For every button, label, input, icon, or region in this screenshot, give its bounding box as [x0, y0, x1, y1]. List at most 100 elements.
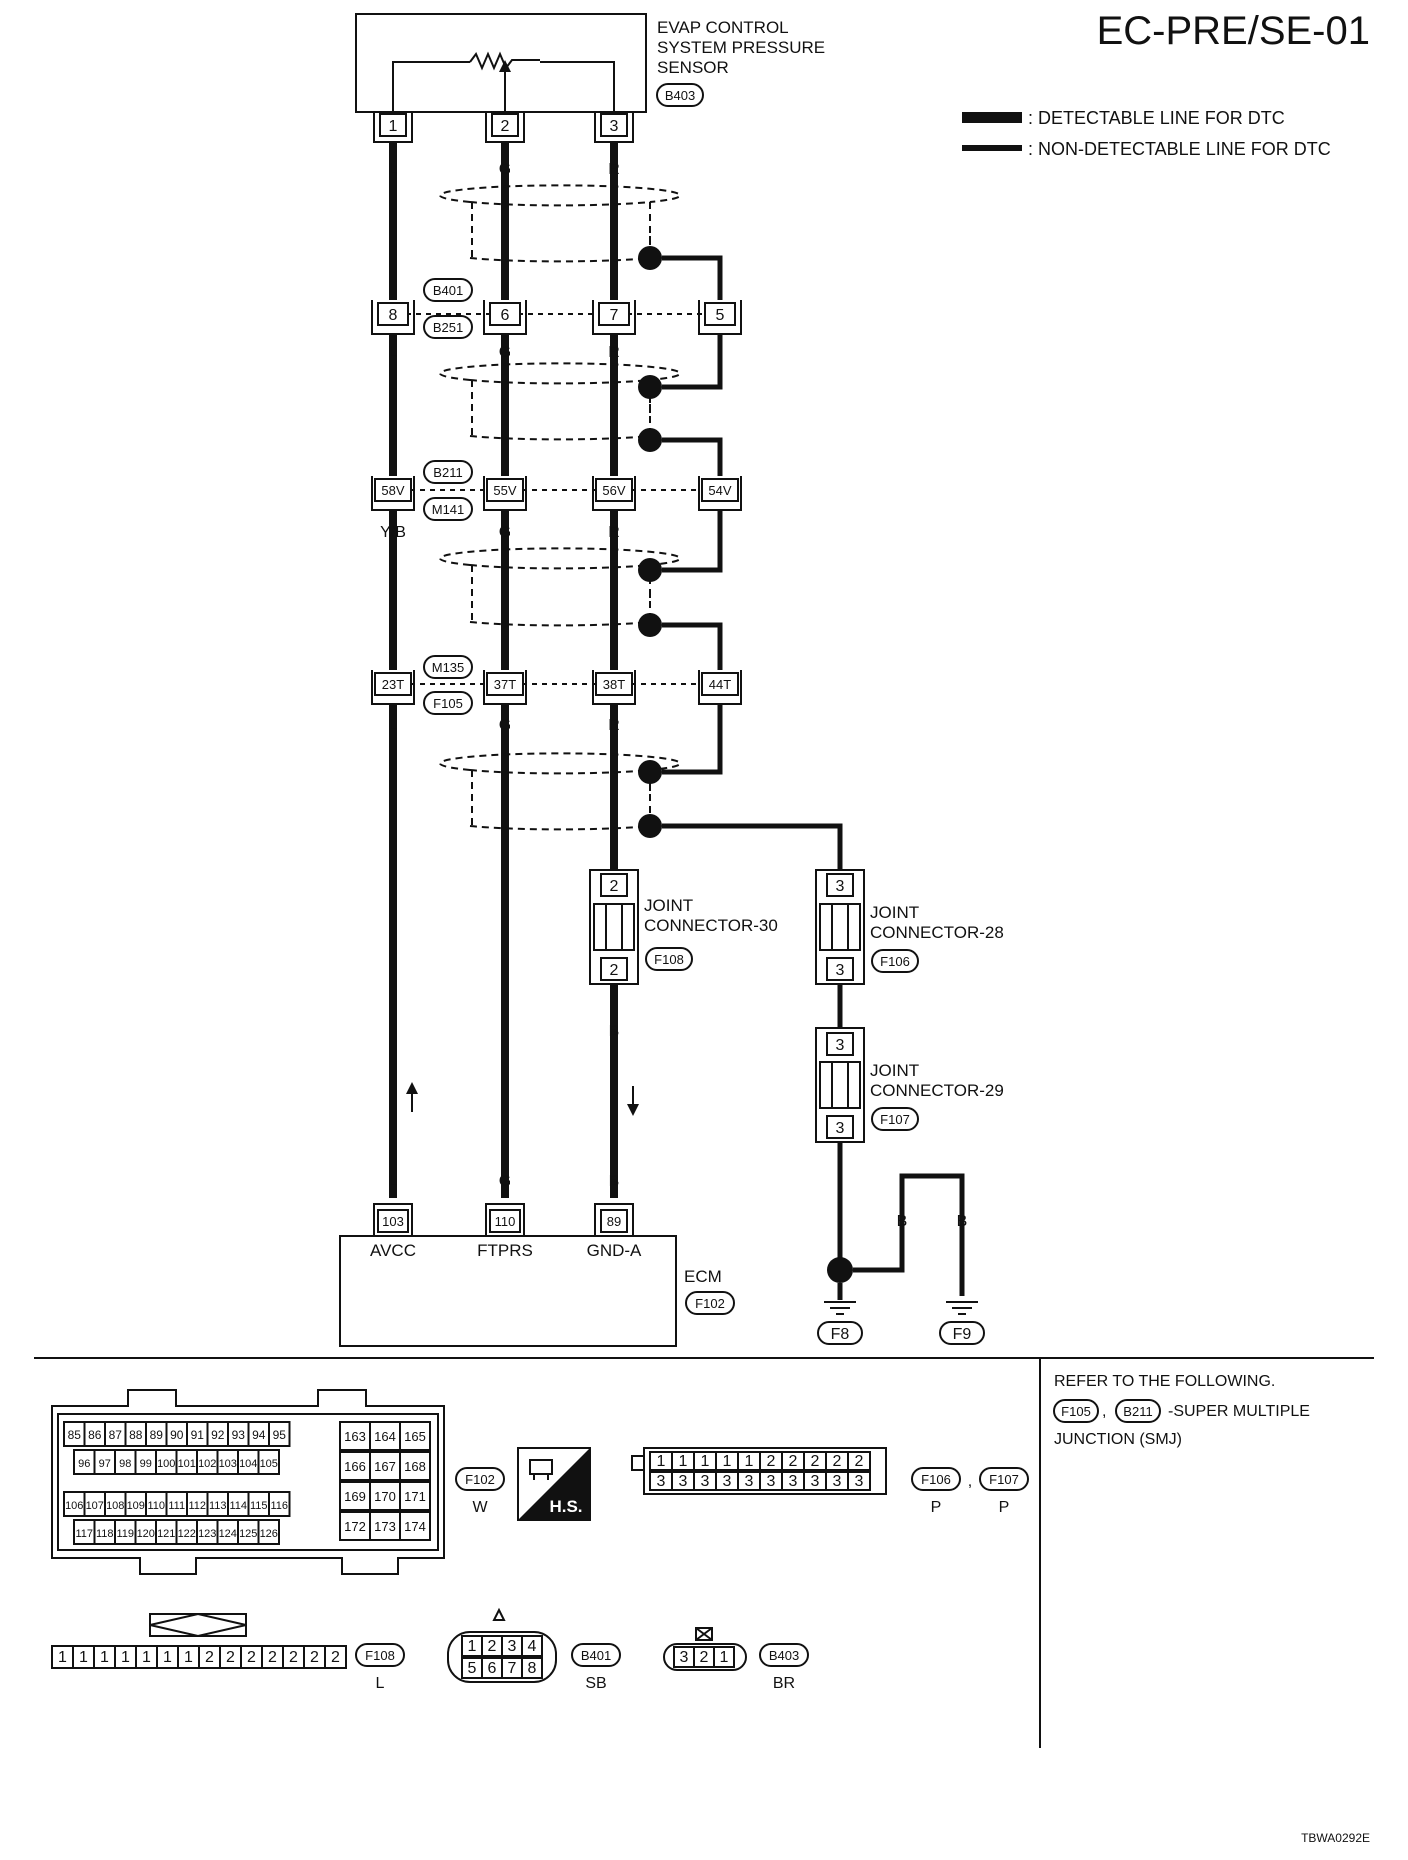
connector-id: F107 — [989, 1472, 1019, 1487]
connector-pin-number: 1 — [679, 1453, 688, 1470]
connector-pin-number: 87 — [109, 1428, 123, 1442]
connector-pin-number: 2 — [855, 1453, 864, 1470]
connector-color: SB — [585, 1675, 606, 1692]
connector-pin-number: 106 — [65, 1500, 83, 1512]
wire-color: G — [499, 344, 511, 361]
joint-pin-label: 2 — [610, 878, 619, 895]
junction-row-b211: 58V 55V 56V 54V B211 M141 — [371, 460, 742, 521]
joint-pin-label: 3 — [836, 962, 845, 979]
connector-pin-cell — [399, 1511, 431, 1541]
joint-connector-bar — [831, 1062, 849, 1108]
connector-pin-cell — [369, 1481, 401, 1511]
connector-pin-number: 124 — [219, 1528, 237, 1540]
junction-pin — [377, 302, 409, 326]
refer-line-1: REFER TO THE FOLLOWING. — [1054, 1373, 1275, 1390]
connector-pin-number: 90 — [170, 1428, 184, 1442]
connector-pin-number: 3 — [789, 1473, 798, 1490]
sensor-internal-wiring — [392, 61, 615, 112]
ecm: 103 110 89 AVCC FTPRS GND-A ECM F102 — [339, 1203, 735, 1347]
joint-pin-label: 3 — [836, 1120, 845, 1137]
connector-pin-number: 121 — [157, 1528, 175, 1540]
connector-pin-number: 2 — [289, 1649, 298, 1666]
junction-pin-label: 23T — [382, 677, 404, 692]
connector-pin-number: 85 — [68, 1428, 82, 1442]
connector-tag — [423, 497, 473, 521]
connector-pin-number: 1 — [720, 1649, 729, 1666]
connector-pin-number: 167 — [374, 1459, 396, 1474]
joint-pin-bottom — [826, 1115, 854, 1139]
drain-junction-dot — [638, 814, 662, 838]
connector-tag — [423, 655, 473, 679]
junction-pin-label: 56V — [602, 483, 625, 498]
connector-lock-diamond — [149, 1612, 247, 1638]
pin-label: 3 — [610, 118, 619, 135]
connector-pin-number: 115 — [250, 1500, 268, 1512]
connector-tag — [871, 1107, 919, 1131]
connector-pin-number: 8 — [528, 1660, 537, 1677]
joint-pin-top — [600, 873, 628, 897]
connector-pin-number: 168 — [404, 1459, 426, 1474]
ground-id: F8 — [831, 1326, 850, 1343]
connector-tag — [355, 1643, 405, 1667]
pin-label: 1 — [389, 118, 398, 135]
joint-connector-name-2: CONNECTOR-30 — [644, 916, 778, 935]
legend: : DETECTABLE LINE FOR DTC : NON-DETECTAB… — [962, 108, 1331, 159]
connector-color: P — [999, 1499, 1010, 1516]
ground-icon — [824, 1301, 856, 1315]
pin-housing — [592, 300, 636, 335]
connector-pin-number: 165 — [404, 1429, 426, 1444]
ecm-pin-name: AVCC — [370, 1241, 416, 1260]
connector-pin-number: 1 — [468, 1638, 477, 1655]
connector-pin-number: 173 — [374, 1519, 396, 1534]
connector-pin-number: 1 — [657, 1453, 666, 1470]
junction-pin — [374, 672, 412, 696]
connector-lock — [149, 1613, 247, 1637]
wiper-arrow-icon — [499, 60, 511, 72]
joint-connector-body — [593, 903, 635, 951]
junction-pin-label: 44T — [709, 677, 731, 692]
ground-tag — [817, 1321, 863, 1345]
ecm-pin-name: FTPRS — [477, 1241, 533, 1260]
connector-inner-outline — [57, 1413, 439, 1551]
joint-pin-bottom — [826, 957, 854, 981]
connector-pin-number: 2 — [226, 1649, 235, 1666]
connector-pin-cell — [324, 1645, 347, 1669]
connector-pin-number: 5 — [468, 1660, 477, 1677]
connector-key-cross — [695, 1627, 713, 1641]
pin-housing — [592, 476, 636, 511]
connector-tag — [685, 1291, 735, 1315]
harness-side-icon: H.S. — [517, 1447, 591, 1521]
connector-pin-number: 2 — [331, 1649, 340, 1666]
connector-pin-number: 6 — [488, 1660, 497, 1677]
connector-pin-number: 1 — [79, 1649, 88, 1666]
shield-sides — [471, 770, 651, 826]
connector-pin-number: 105 — [260, 1458, 278, 1470]
pin-housing — [592, 670, 636, 705]
connector-pin-number: 95 — [273, 1428, 287, 1442]
connector-pin-number: 1 — [184, 1649, 193, 1666]
junction-pin — [598, 302, 630, 326]
connector-id: B401 — [581, 1648, 611, 1663]
joint-connector-housing — [589, 869, 639, 985]
connector-pin-number: 118 — [96, 1528, 114, 1540]
sensor-pin-2: 2 — [485, 112, 525, 143]
wire-color: L — [389, 717, 398, 734]
connector-pin-cell — [521, 1657, 543, 1679]
connector-id: F106 — [921, 1472, 951, 1487]
shield-top-ring — [439, 547, 681, 570]
pin-housing — [371, 670, 415, 705]
connector-id: M135 — [432, 660, 465, 675]
sensor-connector-id: B403 — [665, 88, 695, 103]
connector-pin-number: 164 — [374, 1429, 396, 1444]
joint-connector-30: 2 2 JOINT CONNECTOR-30 F108 — [589, 869, 778, 985]
connector-pin-number: 89 — [150, 1428, 164, 1442]
ecm-pin-label: 89 — [607, 1214, 621, 1229]
connector-pin-number: 3 — [811, 1473, 820, 1490]
